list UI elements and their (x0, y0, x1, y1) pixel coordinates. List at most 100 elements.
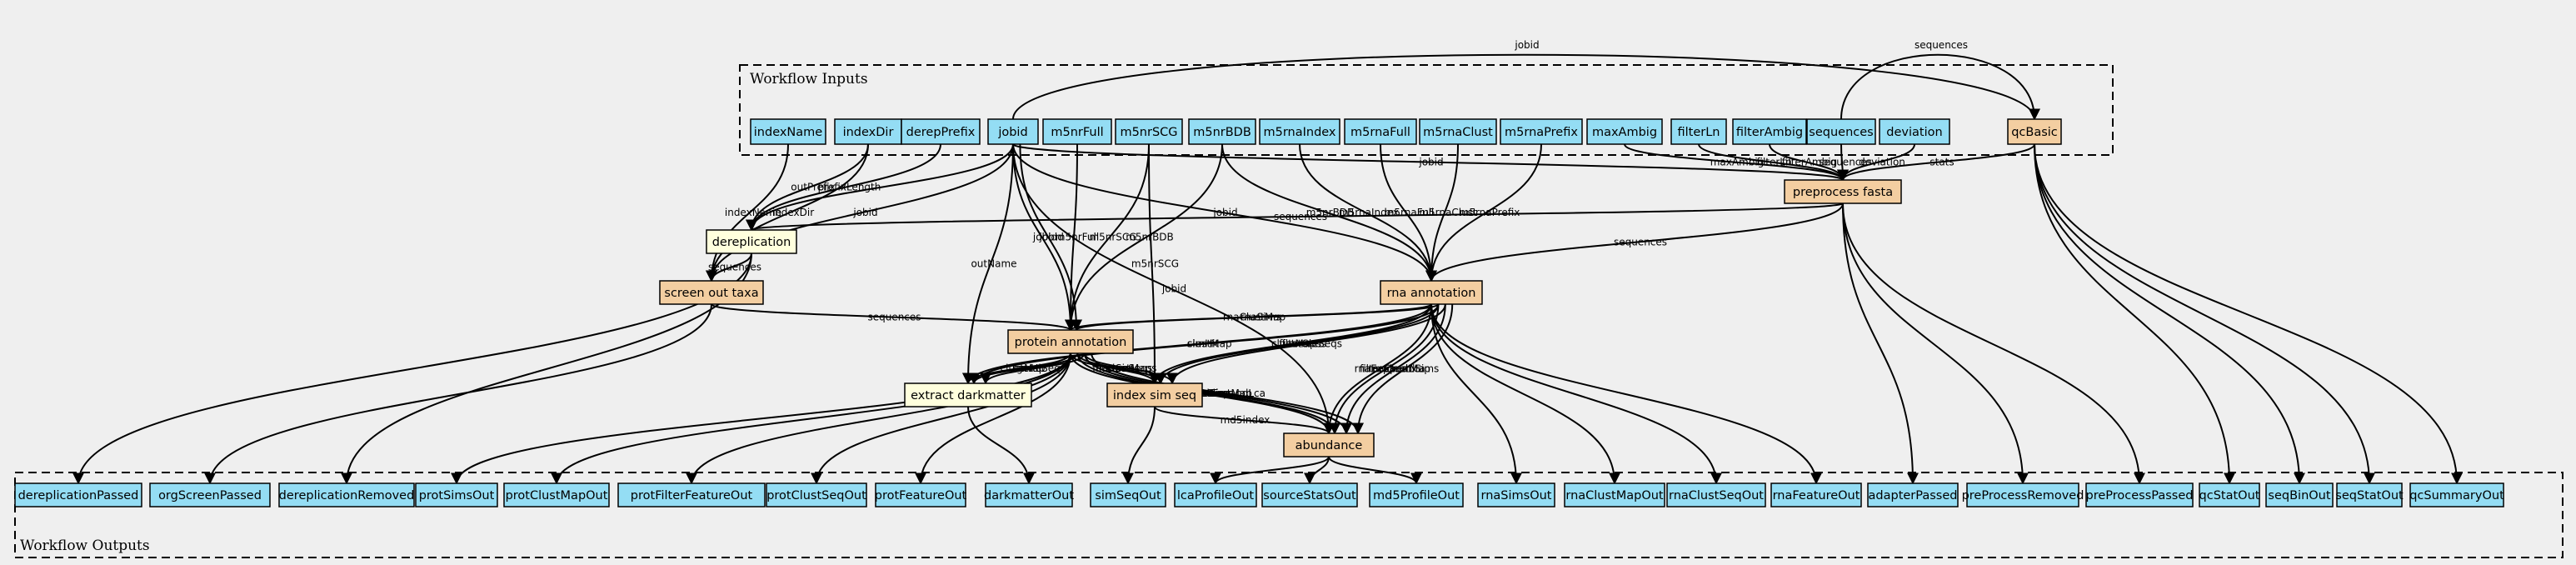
step-simseq[interactable]: index sim seq (1106, 382, 1203, 408)
edge-preprocess-to-rna (1425, 202, 1844, 282)
output-box (766, 482, 867, 508)
output-dereplicationremoved[interactable]: dereplicationRemoved (278, 482, 415, 508)
input-label: m5nrBDB (1193, 126, 1251, 139)
output-rnasimsout[interactable]: rnaSimsOut (1477, 482, 1555, 508)
output-protfilterfeatureout[interactable]: protFilterFeatureOut (617, 482, 766, 508)
edge-darkmatter-to-darkmatterout (967, 406, 1035, 485)
input-box (1115, 118, 1183, 145)
output-darkmatterout[interactable]: darkmatterOut (984, 482, 1074, 508)
edge-qcbasic-to-seqbinout (2034, 143, 2305, 485)
edge-label: jobid (1161, 283, 1186, 295)
input-m5nrscg[interactable]: m5nrSCG (1115, 118, 1183, 145)
edge-jobid-to-screen (706, 143, 1014, 282)
output-rnaclustseqout[interactable]: rnaClustSeqOut (1666, 482, 1766, 508)
output-label: sourceStatsOut (1263, 489, 1356, 502)
workflow-inputs-cluster (739, 64, 2114, 156)
output-box (1867, 482, 1959, 508)
edge-label: jobid (852, 207, 877, 218)
output-label: protClustSeqOut (766, 489, 866, 502)
edge-m5rnaindex-to-rna (1299, 143, 1437, 282)
edge-abundance-to-sourcestatsout (1304, 456, 1330, 485)
input-box (1670, 118, 1727, 145)
input-m5rnaclust[interactable]: m5rnaClust (1419, 118, 1497, 145)
edge-label: indexDir (772, 207, 814, 218)
step-dereplication[interactable]: dereplication (706, 229, 797, 254)
workflow-outputs-label: Workflow Outputs (20, 538, 150, 554)
edge-label: m5rnaIndex (1339, 207, 1399, 218)
edge-label: jobid (1032, 232, 1057, 243)
edge-m5nrscg-to-simseq (1148, 143, 1161, 385)
output-protclustmapout[interactable]: protClustMapOut (503, 482, 610, 508)
input-deviation[interactable]: deviation (1879, 118, 1950, 145)
step-protein[interactable]: protein annotation (1007, 329, 1134, 354)
workflow-inputs-label: Workflow Inputs (750, 71, 868, 88)
edge-preprocess-to-preprocesspassed (1842, 202, 2145, 485)
output-orgscreenpassed[interactable]: orgScreenPassed (149, 482, 271, 508)
input-m5nrbdb[interactable]: m5nrBDB (1188, 118, 1256, 145)
output-label: protClustMapOut (506, 489, 608, 502)
step-box (2007, 118, 2062, 145)
input-derepprefix[interactable]: derepPrefix (901, 118, 981, 145)
output-dereplicationpassed[interactable]: dereplicationPassed (14, 482, 142, 508)
input-label: jobid (997, 126, 1027, 139)
edge-screen-to-orgscreenpassed (204, 303, 712, 485)
output-protclustseqout[interactable]: protClustSeqOut (766, 482, 867, 508)
input-maxambig[interactable]: maxAmbig (1586, 118, 1663, 145)
edge-label: m5rnaFull (1385, 207, 1435, 218)
input-indexname[interactable]: indexName (750, 118, 826, 145)
edge-label: filterLn (1756, 157, 1791, 168)
edge-jobid-to-darkmatter (962, 143, 1014, 385)
step-qcbasic[interactable]: qcBasic (2007, 118, 2062, 145)
edge-m5nrbdb-to-protein (1065, 143, 1223, 332)
output-sourcestatsout[interactable]: sourceStatsOut (1261, 482, 1358, 508)
input-indexdir[interactable]: indexDir (834, 118, 902, 145)
output-protsimsout[interactable]: protSimsOut (415, 482, 498, 508)
output-seqbinout[interactable]: seqBinOut (2265, 482, 2334, 508)
step-rna[interactable]: rna annotation (1380, 280, 1483, 305)
output-box (14, 482, 142, 508)
edge-jobid-to-protein (1019, 143, 1082, 332)
edge-m5nrbdb-to-rna (1221, 143, 1437, 282)
output-qcsummaryout[interactable]: qcSummaryOut (2409, 482, 2504, 508)
input-filterln[interactable]: filterLn (1670, 118, 1727, 145)
output-preprocessremoved[interactable]: preProcessRemoved (1962, 482, 2084, 508)
edge-simseq-to-abundance (1154, 406, 1335, 435)
output-qcstatout[interactable]: qcStatOut (2199, 482, 2260, 508)
input-box (987, 118, 1039, 145)
output-rnaclustmapout[interactable]: rnaClustMapOut (1564, 482, 1665, 508)
input-m5rnaprefix[interactable]: m5rnaPrefix (1500, 118, 1583, 145)
step-darkmatter[interactable]: extract darkmatter (904, 382, 1032, 408)
edge-abundance-to-md5profileout (1328, 456, 1422, 485)
edge-label: geneSeq (1016, 362, 1061, 374)
output-box (1770, 482, 1862, 508)
edge-rna-to-protein (1071, 303, 1440, 332)
input-filterambig[interactable]: filterAmbig (1732, 118, 1807, 145)
output-simseqout[interactable]: simSeqOut (1090, 482, 1166, 508)
input-m5rnaindex[interactable]: m5rnaIndex (1259, 118, 1340, 145)
output-adapterpassed[interactable]: adapterPassed (1867, 482, 1959, 508)
input-jobid[interactable]: jobid (987, 118, 1039, 145)
output-box (415, 482, 498, 508)
edge-rna-to-simseq (1149, 303, 1432, 385)
output-box (1090, 482, 1166, 508)
step-abundance[interactable]: abundance (1283, 432, 1375, 458)
edge-jobid-to-qcbasic (1012, 53, 2040, 121)
input-sequences[interactable]: sequences (1806, 118, 1876, 145)
edge-label: outName (971, 258, 1016, 270)
step-preprocess[interactable]: preprocess fasta (1784, 179, 1902, 204)
input-m5nrfull[interactable]: m5nrFull (1042, 118, 1112, 145)
output-preprocesspassed[interactable]: preProcessPassed (2085, 482, 2194, 508)
edge-label: sequences (1819, 157, 1872, 168)
output-seqstatout[interactable]: seqStatOut (2335, 482, 2404, 508)
input-m5rnafull[interactable]: m5rnaFull (1344, 118, 1417, 145)
edge-dereplication-to-dereplicationpassed (72, 252, 752, 485)
output-rnafeatureout[interactable]: rnaFeatureOut (1770, 482, 1862, 508)
output-box (1966, 482, 2079, 508)
output-protfeatureout[interactable]: protFeatureOut (875, 482, 967, 508)
workflow-outputs-cluster (14, 472, 2564, 558)
output-md5profileout[interactable]: md5ProfileOut (1369, 482, 1464, 508)
output-lcaprofileout[interactable]: lcaProfileOut (1174, 482, 1257, 508)
edge-label: stats (1930, 157, 1954, 168)
step-screen[interactable]: screen out taxa (659, 280, 764, 305)
